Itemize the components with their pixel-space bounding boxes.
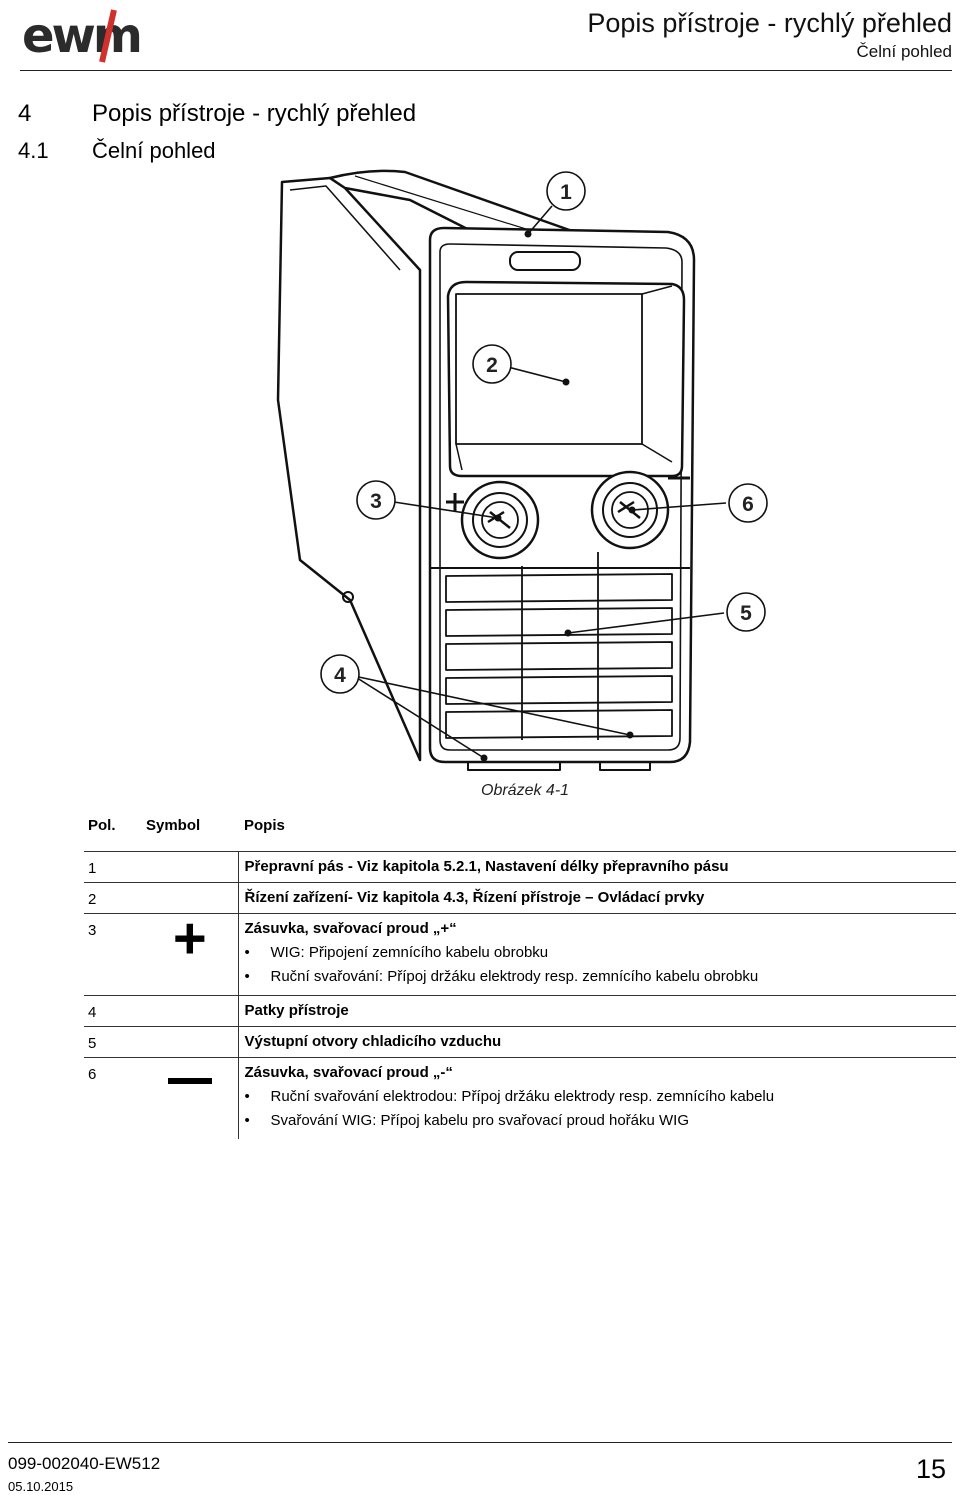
device-front-view-figure: 1 2 3 4 5 6 <box>276 169 768 771</box>
legend-bullet: WIG: Připojení zemnícího kabelu obrobku <box>245 941 957 965</box>
legend-bullet: Svařování WIG: Přípoj kabelu pro svařova… <box>245 1109 957 1133</box>
header-title: Popis přístroje - rychlý přehled <box>587 8 952 38</box>
section-number: 4 <box>18 100 32 127</box>
legend-row-pol: 1 <box>84 851 142 883</box>
legend-row: 1 Přepravní pás - Viz kapitola 5.2.1, Na… <box>84 851 956 883</box>
subsection-number: 4.1 <box>18 138 49 163</box>
header-subtitle: Čelní pohled <box>856 42 952 61</box>
callout-3-label: 3 <box>370 490 382 513</box>
legend-bullet: Ruční svařování elektrodou: Přípoj držák… <box>245 1085 957 1109</box>
plus-symbol-icon: + <box>172 906 207 971</box>
section-heading: 4 Popis přístroje - rychlý přehled <box>18 100 416 128</box>
callout-6-label: 6 <box>742 493 754 516</box>
legend-row-title: Řízení zařízení- Viz kapitola 4.3, Řízen… <box>244 889 705 906</box>
document-number: 099-002040-EW512 <box>8 1454 161 1473</box>
legend-header-row: Pol. Symbol Popis <box>84 813 956 852</box>
legend-row-symbol <box>142 995 239 1027</box>
legend-row-pol: 6 <box>84 1057 142 1139</box>
legend-row-title: Patky přístroje <box>244 1002 349 1019</box>
legend-row: 4 Patky přístroje <box>84 995 956 1027</box>
section-title: Popis přístroje - rychlý přehled <box>92 100 417 127</box>
legend-row: 3 + Zásuvka, svařovací proud „+“ WIG: Př… <box>84 910 957 996</box>
footer-divider <box>8 1442 952 1443</box>
minus-symbol-icon <box>167 1078 212 1084</box>
document-date: 05.10.2015 <box>8 1479 74 1494</box>
legend-row-title: Zásuvka, svařovací proud „-“ <box>244 1064 453 1081</box>
legend-header-pol: Pol. <box>88 817 116 834</box>
subsection-title: Čelní pohled <box>92 138 216 163</box>
svg-text:ewm: ewm <box>22 8 140 64</box>
legend-row-title: Výstupní otvory chladicího vzduchu <box>244 1033 502 1050</box>
ewm-logo: ewm <box>22 8 143 64</box>
subsection-heading: 4.1 Čelní pohled <box>18 138 216 164</box>
legend-row-title: Přepravní pás - Viz kapitola 5.2.1, Nast… <box>244 858 729 875</box>
legend-row-symbol <box>142 882 239 914</box>
legend-row: 6 Zásuvka, svařovací proud „-“ Ruční sva… <box>84 1057 957 1139</box>
legend-row-pol: 5 <box>84 1026 142 1058</box>
page-number: 15 <box>915 1454 946 1484</box>
legend-row-title: Zásuvka, svařovací proud „+“ <box>244 920 457 937</box>
legend-row-symbol <box>142 1026 239 1058</box>
callout-5-label: 5 <box>740 602 752 625</box>
legend-row-pol: 3 <box>84 913 142 996</box>
legend-table: Pol. Symbol Popis 1 Přepravní pás - Viz … <box>84 813 956 1139</box>
callout-1-label: 1 <box>560 181 572 204</box>
legend-header-symbol: Symbol <box>146 817 201 834</box>
callout-2-label: 2 <box>486 354 498 377</box>
legend-row-pol: 4 <box>84 995 142 1027</box>
legend-row: 2 Řízení zařízení- Viz kapitola 4.3, Říz… <box>84 882 956 914</box>
legend-header-desc: Popis <box>244 817 285 834</box>
legend-row-symbol <box>142 851 239 883</box>
callout-4-label: 4 <box>334 664 346 687</box>
legend-row-pol: 2 <box>84 882 142 914</box>
figure-caption: Obrázek 4-1 <box>481 782 570 799</box>
legend-row: 5 Výstupní otvory chladicího vzduchu <box>84 1026 956 1058</box>
legend-bullet: Ruční svařování: Přípoj držáku elektrody… <box>245 965 957 989</box>
header-divider <box>20 70 952 71</box>
